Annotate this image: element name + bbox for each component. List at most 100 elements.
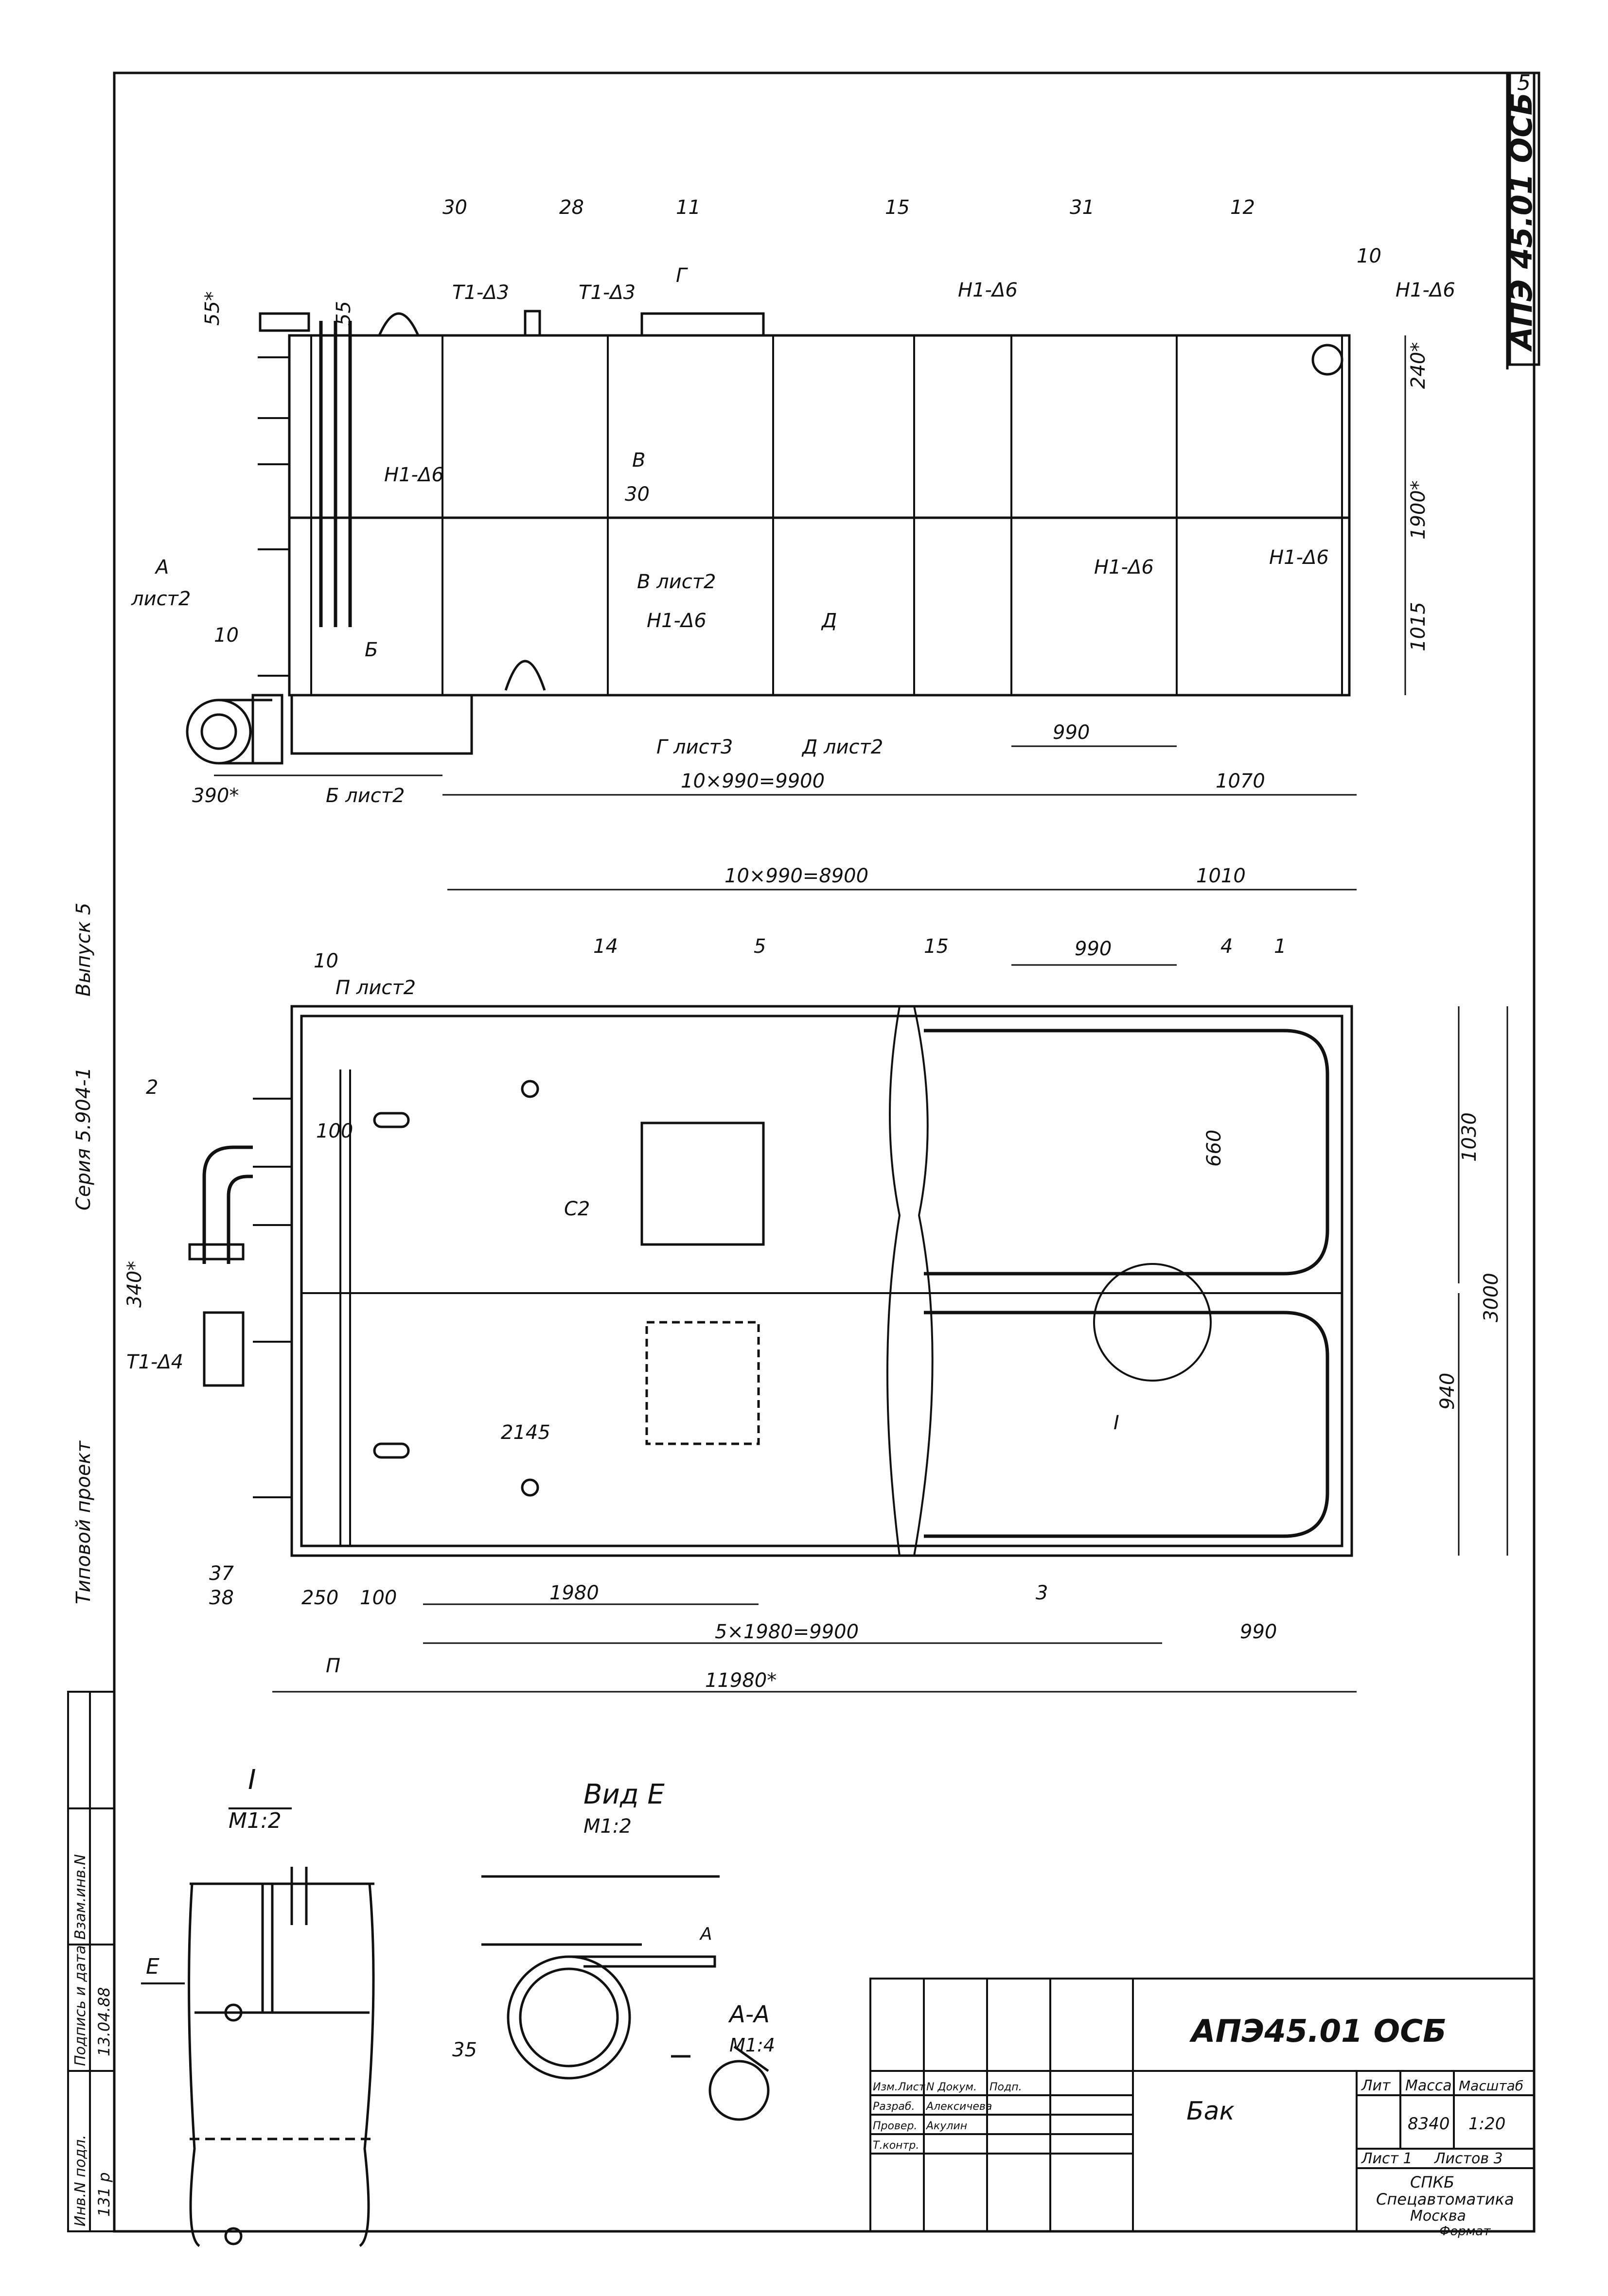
svg-text:Формат: Формат	[1439, 2224, 1491, 2239]
svg-text:30: 30	[442, 196, 467, 219]
svg-text:Т1-Δ4: Т1-Δ4	[126, 1351, 183, 1373]
svg-text:Н1-Δ6: Н1-Δ6	[1094, 556, 1154, 578]
plan-view	[188, 1005, 1353, 1557]
svg-text:I: I	[1113, 1412, 1119, 1434]
svg-text:А: А	[699, 1924, 712, 1944]
svg-text:390*: 390*	[192, 785, 239, 807]
svg-text:Масса: Масса	[1405, 2077, 1452, 2094]
svg-text:Н1-Δ6: Н1-Δ6	[384, 464, 444, 486]
svg-text:10×990=8900: 10×990=8900	[724, 865, 868, 887]
svg-text:Акулин: Акулин	[925, 2120, 967, 2132]
svg-text:Б: Б	[365, 639, 378, 661]
svg-text:38: 38	[209, 1587, 234, 1609]
front-view	[186, 310, 1351, 765]
svg-text:Изм.Лист: Изм.Лист	[873, 2081, 926, 2093]
svg-text:1070: 1070	[1216, 770, 1265, 792]
svg-text:Г: Г	[676, 264, 688, 287]
vertical-code: АПЭ 45.01 ОСБ	[1503, 92, 1539, 352]
plan-dimension-lines	[272, 889, 1508, 1693]
svg-text:В лист2: В лист2	[637, 571, 716, 593]
svg-text:П: П	[326, 1655, 340, 1677]
svg-text:3000: 3000	[1480, 1273, 1502, 1322]
drawing-title: Бак	[1186, 2097, 1235, 2126]
sheet-frame	[113, 71, 1536, 2233]
svg-text:660: 660	[1203, 1130, 1225, 1167]
svg-text:лист2: лист2	[131, 588, 191, 610]
svg-text:990: 990	[1075, 938, 1112, 960]
svg-text:Д: Д	[821, 610, 837, 632]
margin-issue: Выпуск 5	[72, 903, 95, 997]
svg-text:1:20: 1:20	[1468, 2114, 1505, 2134]
svg-text:Н1-Δ6: Н1-Δ6	[1269, 546, 1329, 569]
svg-text:Москва: Москва	[1410, 2208, 1466, 2225]
svg-text:940: 940	[1436, 1373, 1459, 1410]
svg-text:31: 31	[1070, 196, 1095, 219]
svg-text:15: 15	[885, 196, 910, 219]
svg-text:100: 100	[316, 1120, 353, 1142]
svg-text:А: А	[154, 556, 169, 578]
svg-text:С2: С2	[564, 1198, 590, 1220]
svg-text:Лист 1: Лист 1	[1361, 2150, 1413, 2167]
svg-text:10: 10	[1357, 245, 1381, 267]
svg-text:35: 35	[452, 2039, 477, 2061]
svg-text:55*: 55*	[201, 291, 224, 326]
svg-text:250: 250	[301, 1587, 338, 1609]
svg-text:П лист2: П лист2	[336, 977, 416, 999]
svg-text:55: 55	[333, 301, 355, 326]
svg-text:СПКБ: СПКБ	[1410, 2173, 1454, 2191]
svg-text:10: 10	[314, 950, 338, 972]
front-view-labels: 30 28 11 15 31 12 10 Т1-Δ3 Т1-Δ3 Н1-Δ6 Н…	[131, 196, 1455, 807]
svg-text:Спецавтоматика: Спецавтоматика	[1376, 2190, 1514, 2208]
svg-text:1980: 1980	[549, 1582, 599, 1604]
svg-text:1030: 1030	[1458, 1112, 1481, 1162]
svg-text:15: 15	[924, 935, 949, 958]
svg-text:М1:2: М1:2	[229, 1808, 282, 1833]
svg-text:Масштаб: Масштаб	[1459, 2078, 1523, 2094]
svg-text:3: 3	[1036, 1582, 1048, 1604]
svg-text:Т.контр.: Т.контр.	[873, 2139, 919, 2152]
svg-text:М1:2: М1:2	[583, 1815, 632, 1838]
page-number: 5	[1517, 70, 1531, 95]
svg-text:1900*: 1900*	[1407, 480, 1430, 540]
svg-text:14: 14	[593, 935, 618, 958]
svg-text:Провер.: Провер.	[873, 2120, 917, 2132]
svg-text:Алексичева: Алексичева	[925, 2101, 992, 2113]
inv-label: Инв.N подл.	[72, 2135, 89, 2226]
svg-text:12: 12	[1230, 196, 1255, 219]
svg-text:340*: 340*	[124, 1261, 146, 1308]
svg-text:Т1-Δ3: Т1-Δ3	[579, 281, 636, 304]
svg-text:1: 1	[1274, 935, 1286, 958]
svg-text:А-А: А-А	[728, 2001, 770, 2028]
svg-text:Подп.: Подп.	[990, 2081, 1022, 2093]
margin-series: Серия 5.904-1	[72, 1067, 95, 1210]
svg-text:990: 990	[1240, 1621, 1277, 1643]
front-dimension-lines	[214, 335, 1406, 796]
svg-text:Вид Е: Вид Е	[583, 1779, 665, 1810]
drawing-code: АПЭ45.01 ОСБ	[1189, 2014, 1447, 2050]
svg-text:240*: 240*	[1407, 342, 1430, 389]
inv-value: 131 р	[95, 2172, 113, 2217]
svg-text:11: 11	[676, 196, 701, 219]
svg-text:Н1-Δ6: Н1-Δ6	[958, 279, 1018, 301]
svg-text:1015: 1015	[1407, 602, 1430, 651]
plan-view-labels: 10×990=8900 1010 10 П лист2 14 5 15 990 …	[124, 865, 1502, 1692]
svg-text:М1:4: М1:4	[729, 2034, 775, 2056]
title-block: АПЭ45.01 ОСБ Бак Лит Масса Масштаб 8340 …	[869, 1978, 1535, 2239]
svg-text:Т1-Δ3: Т1-Δ3	[452, 281, 509, 304]
svg-text:Н1-Δ6: Н1-Δ6	[647, 610, 707, 632]
margin-type: Типовой проект	[72, 1440, 95, 1604]
svg-text:В: В	[632, 449, 645, 472]
svg-text:10×990=9900: 10×990=9900	[681, 770, 825, 792]
svg-text:Г лист3: Г лист3	[656, 736, 733, 758]
svg-text:37: 37	[209, 1562, 234, 1585]
svg-text:Д лист2: Д лист2	[801, 736, 883, 758]
svg-text:N Докум.: N Докум.	[926, 2081, 977, 2093]
vertical-code-box: 5 АПЭ 45.01 ОСБ	[1503, 70, 1540, 366]
date-value: 13.04.88	[95, 1987, 113, 2057]
svg-text:Е: Е	[146, 1954, 159, 1979]
svg-text:Б лист2: Б лист2	[326, 785, 405, 807]
svg-text:2: 2	[146, 1076, 158, 1099]
svg-text:990: 990	[1053, 721, 1090, 744]
svg-text:10: 10	[214, 624, 239, 647]
